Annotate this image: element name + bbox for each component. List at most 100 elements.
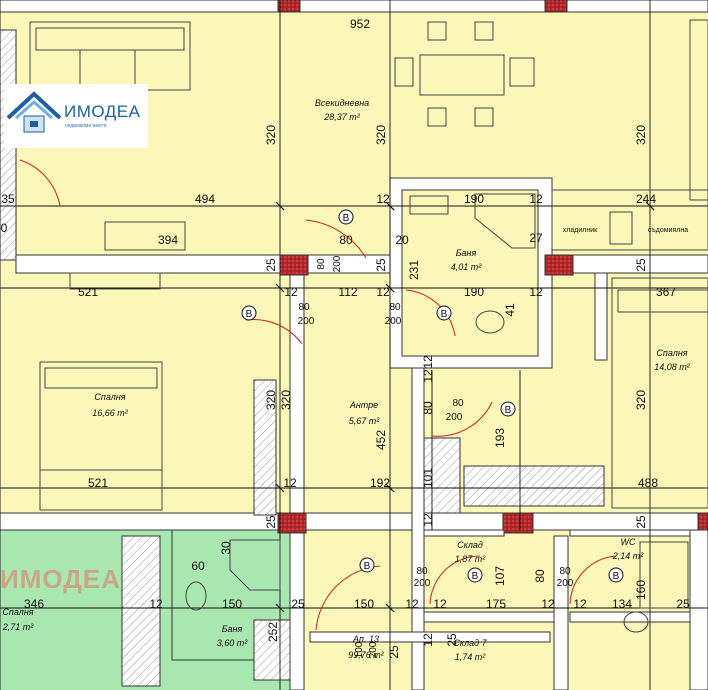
svg-text:16,66 m²: 16,66 m² [92,408,129,418]
svg-text:107: 107 [493,566,507,586]
shower [474,193,536,249]
svg-text:175: 175 [486,597,506,611]
toilet [623,611,649,633]
svg-text:521: 521 [78,285,98,299]
door-marker: B [467,567,483,583]
sink [609,211,633,245]
wardrobe [423,437,461,514]
svg-text:80: 80 [559,566,571,577]
svg-text:30: 30 [219,541,233,555]
top-wall [0,0,708,13]
wardrobe [463,465,605,507]
svg-text:200: 200 [332,255,343,272]
svg-text:12: 12 [421,633,435,647]
logo: ИМОДЕА недвижими имоти [4,84,148,148]
svg-text:252: 252 [266,622,280,642]
svg-text:80: 80 [416,566,428,577]
logo-text: ИМОДЕА [64,102,141,121]
column [277,0,301,13]
column [502,512,534,534]
svg-text:Склад: Склад [457,540,483,550]
svg-text:B: B [343,213,350,224]
svg-text:B: B [364,561,371,572]
wardrobe [253,379,277,516]
wall-storage-top [423,529,505,537]
svg-text:521: 521 [88,476,108,490]
vanity [409,195,449,215]
svg-text:0: 0 [1,221,8,235]
svg-text:320: 320 [374,125,388,145]
svg-text:25: 25 [264,258,278,272]
svg-text:12: 12 [421,369,435,383]
bed1 [39,361,163,511]
svg-text:25: 25 [264,515,278,529]
svg-text:35: 35 [1,192,15,206]
svg-text:320: 320 [264,125,278,145]
dimension-ticks [275,201,655,613]
door-marker: B [338,209,354,225]
door-marker: B [608,567,624,583]
svg-text:488: 488 [638,476,658,490]
svg-text:12: 12 [541,597,555,611]
svg-text:25: 25 [291,597,305,611]
svg-text:41: 41 [503,303,517,317]
svg-text:80: 80 [339,233,353,247]
toilet [185,581,207,611]
svg-text:25: 25 [374,258,388,272]
svg-text:25: 25 [676,597,690,611]
svg-text:367: 367 [656,285,676,299]
tv-unit [104,221,186,251]
wall-wc-top [569,529,691,537]
room-labels: Всекидневна 28,37 m² Баня 4,01 m² Спалня… [2,98,691,662]
svg-text:80: 80 [533,569,547,583]
svg-text:2,71 m²: 2,71 m² [2,622,35,632]
svg-text:150: 150 [354,597,374,611]
svg-text:952: 952 [350,17,370,31]
svg-text:200: 200 [298,316,315,327]
shower [229,539,281,591]
wall-bed2-left [594,272,608,361]
svg-text:1,74 m²: 1,74 m² [455,652,487,662]
svg-text:494: 494 [195,192,215,206]
house-logo-icon [6,91,62,133]
bed2 [611,277,708,509]
wardrobe [253,619,291,681]
svg-text:12: 12 [529,285,543,299]
door-marker: B [436,305,452,321]
svg-text:346: 346 [24,597,44,611]
svg-text:100: 100 [354,641,365,658]
svg-text:12: 12 [421,355,435,369]
svg-text:134: 134 [612,597,632,611]
svg-text:394: 394 [158,233,178,247]
dining-table [394,21,535,127]
svg-text:12: 12 [529,192,543,206]
svg-text:B: B [441,309,448,320]
svg-text:4,01 m²: 4,01 m² [451,262,483,272]
svg-text:12: 12 [376,285,390,299]
svg-text:101: 101 [421,468,435,488]
svg-text:190: 190 [464,285,484,299]
svg-text:5,67 m²: 5,67 m² [349,416,381,426]
svg-text:320: 320 [634,390,648,410]
svg-text:B: B [472,571,479,582]
svg-text:200: 200 [414,578,431,589]
watermark: ИМОДЕА [0,564,121,594]
svg-text:25: 25 [634,515,648,529]
bathtub [639,541,689,609]
svg-text:Спалня: Спалня [2,607,33,617]
svg-text:190: 190 [464,192,484,206]
svg-text:Баня: Баня [456,248,477,258]
column [544,254,574,276]
column [544,0,568,13]
svg-text:200: 200 [385,316,402,327]
svg-text:12: 12 [376,192,390,206]
svg-text:хладилник: хладилник [563,227,598,234]
svg-text:Всекидневна: Всекидневна [315,98,369,108]
svg-text:Ап. 13: Ап. 13 [352,634,379,644]
svg-text:244: 244 [636,192,656,206]
wall-middle-horizontal [0,512,708,531]
wall-storage-divider [553,535,569,690]
svg-text:12: 12 [433,597,447,611]
svg-text:3,60 m²: 3,60 m² [217,638,249,648]
